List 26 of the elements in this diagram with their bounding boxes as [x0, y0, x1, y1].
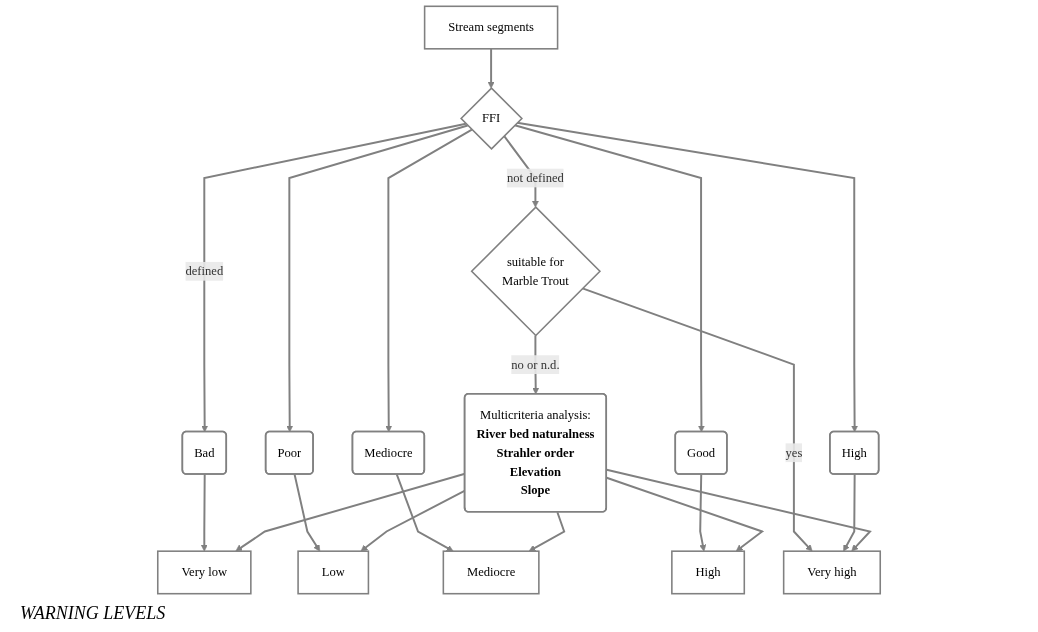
edge-label: yes	[785, 445, 803, 460]
node-box: High	[671, 550, 746, 595]
arrow	[513, 124, 705, 433]
node-box: Very low	[156, 550, 252, 595]
arrow	[201, 122, 467, 433]
arrow	[293, 473, 321, 552]
arrow	[200, 473, 208, 552]
arrow	[286, 124, 469, 433]
node-box: Stream segments	[423, 5, 559, 50]
node-box: Mediocre	[442, 550, 540, 595]
row-header: WARNING LEVELS	[20, 603, 166, 624]
arrow	[528, 511, 566, 552]
arrow	[385, 128, 473, 433]
arrow	[843, 473, 856, 552]
node-diamond: FFI	[460, 87, 523, 151]
arrow	[699, 473, 707, 552]
arrow	[581, 287, 813, 552]
edge-label: not defined	[506, 170, 564, 185]
arrow	[516, 121, 859, 433]
node-diamond: suitable for Marble Trout	[470, 206, 602, 337]
edge-label: no or n.d.	[511, 357, 560, 371]
node-box: Low	[297, 550, 370, 595]
arrow	[395, 473, 454, 552]
arrow	[487, 47, 495, 89]
node-box: Very high	[782, 550, 882, 595]
edge-label: defined	[185, 264, 224, 278]
